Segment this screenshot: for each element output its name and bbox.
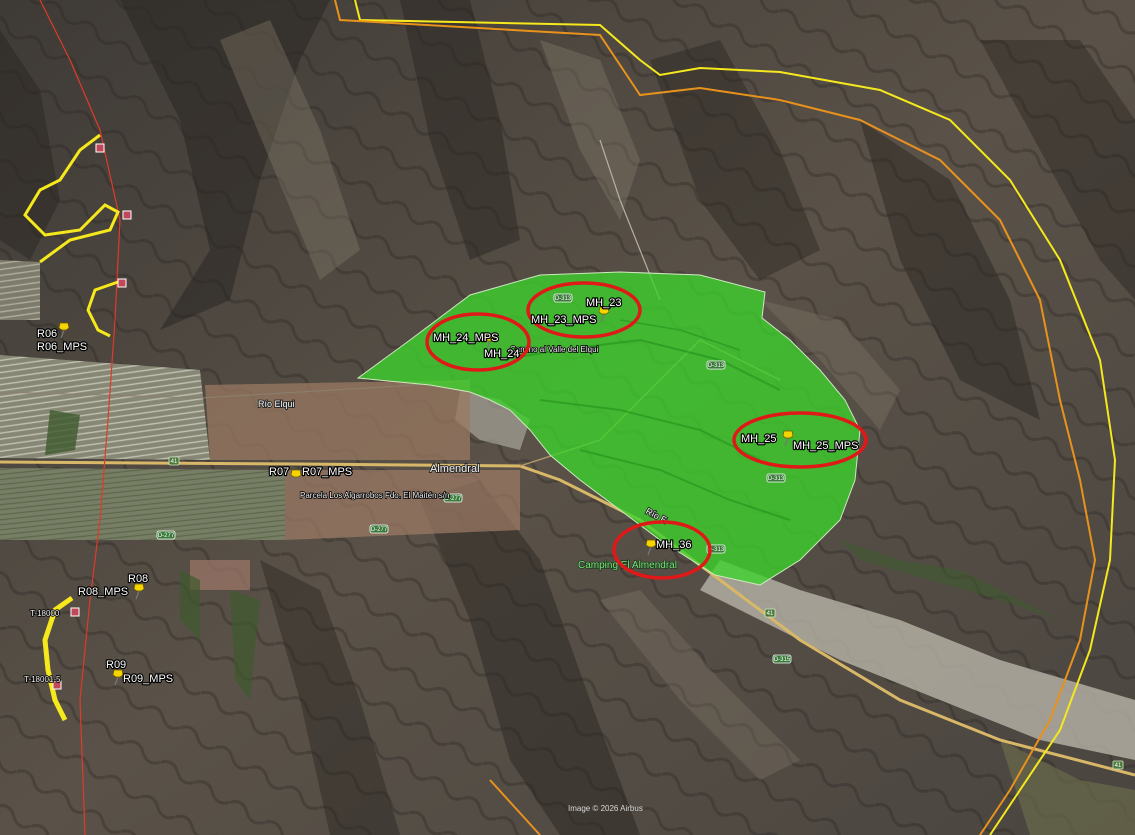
svg-text:D-313: D-313	[768, 476, 785, 482]
marker-label-r07-mps: R07_MPS	[302, 466, 352, 478]
pushpin-icon[interactable]	[645, 539, 657, 556]
route-shield: D-277	[156, 530, 176, 540]
highlight-circles	[425, 281, 868, 580]
tower-icon[interactable]	[117, 278, 127, 288]
pushpin-icon[interactable]	[782, 430, 794, 447]
route-shield: D-315	[772, 654, 792, 664]
place-label-valle-elqui: Camino al Valle del Elqui	[510, 345, 599, 354]
tower-icon[interactable]	[52, 680, 62, 690]
tower-label: T-18001-5	[24, 675, 61, 684]
svg-text:D-313: D-313	[708, 363, 725, 369]
place-label-camping: Camping El Almendral	[578, 560, 677, 571]
route-shield: D-313	[553, 293, 573, 303]
svg-text:D-277: D-277	[371, 527, 388, 533]
marker-label-mh-24-mps: MH_24_MPS	[433, 332, 498, 344]
pushpin-icon[interactable]	[598, 306, 610, 323]
highlight-circle-mh-23	[526, 281, 642, 339]
pushpin-icon[interactable]	[58, 322, 70, 339]
highlight-circle-mh-24	[425, 312, 531, 372]
pushpin-icon[interactable]	[133, 583, 145, 600]
svg-text:D-313: D-313	[708, 547, 725, 553]
svg-text:41: 41	[767, 611, 774, 617]
marker-label-r06-mps: R06_MPS	[37, 341, 87, 353]
green-zone-detail	[499, 319, 791, 521]
marker-label-r09-mps: R09_MPS	[123, 673, 173, 685]
svg-text:D-277: D-277	[158, 533, 175, 539]
marker-label-mh-25-mps: MH_25_MPS	[793, 440, 858, 452]
route-shield: D-277	[369, 524, 389, 534]
place-label-rio-elqui: Río Elqui	[258, 399, 295, 409]
highway-shield: 41	[168, 456, 180, 466]
svg-text:D-277: D-277	[445, 496, 462, 502]
marker-label-mh-23: MH_23	[586, 297, 621, 309]
marker-label-mh-36: MH_36	[656, 539, 691, 551]
pushpin-icon[interactable]	[112, 669, 124, 686]
place-label-almendral: Almendral	[430, 463, 480, 475]
place-label-parcela: Parcela Los Algarrobos Fdo. El Maitén s/…	[300, 491, 449, 500]
svg-text:D-315: D-315	[774, 657, 791, 663]
tower-icon[interactable]	[95, 143, 105, 153]
tower-label: T-18000	[30, 609, 60, 618]
route-shield: D-313	[766, 473, 786, 483]
marker-label-r09: R09	[106, 659, 126, 671]
highway-shield: 41	[764, 608, 776, 618]
highway-shield: 41	[1112, 760, 1124, 770]
place-labels: Almendral Río Elqui Río E Camino al Vall…	[257, 344, 678, 572]
marker-label-r08-mps: R08_MPS	[78, 586, 128, 598]
highlight-circle-mh-25	[732, 411, 868, 469]
marker-label-r06: R06	[37, 328, 57, 340]
marker-label-r08: R08	[128, 573, 148, 585]
svg-text:41: 41	[171, 459, 178, 465]
marker-labels: R06 R06_MPS R07 R07_MPS R08 R08_MPS R09 …	[36, 296, 860, 686]
highlight-circle-mh-36	[612, 520, 712, 580]
green-zone-polygon[interactable]	[356, 271, 861, 586]
tower-icon[interactable]	[122, 210, 132, 220]
route-shield: D-313	[706, 360, 726, 370]
tower-markers[interactable]: T-18000 T-18001-5	[23, 143, 132, 690]
pin-markers[interactable]	[58, 306, 794, 686]
marker-label-mh-23-mps: MH_23_MPS	[531, 314, 596, 326]
svg-text:D-313: D-313	[555, 296, 572, 302]
buffer-lines	[23, 0, 1117, 835]
highway-shields: 41 41 41	[168, 456, 1124, 770]
marker-label-r07: R07	[269, 466, 289, 478]
marker-label-mh-24: MH_24	[484, 348, 519, 360]
marker-label-mh-25: MH_25	[741, 433, 776, 445]
map-attribution: Image © 2026 Airbus	[568, 804, 643, 813]
route-shield: D-277	[443, 493, 463, 503]
tower-icon[interactable]	[70, 607, 80, 617]
pushpin-icon[interactable]	[290, 469, 302, 486]
svg-text:41: 41	[1115, 763, 1122, 769]
pushpin-icon[interactable]	[484, 333, 496, 350]
